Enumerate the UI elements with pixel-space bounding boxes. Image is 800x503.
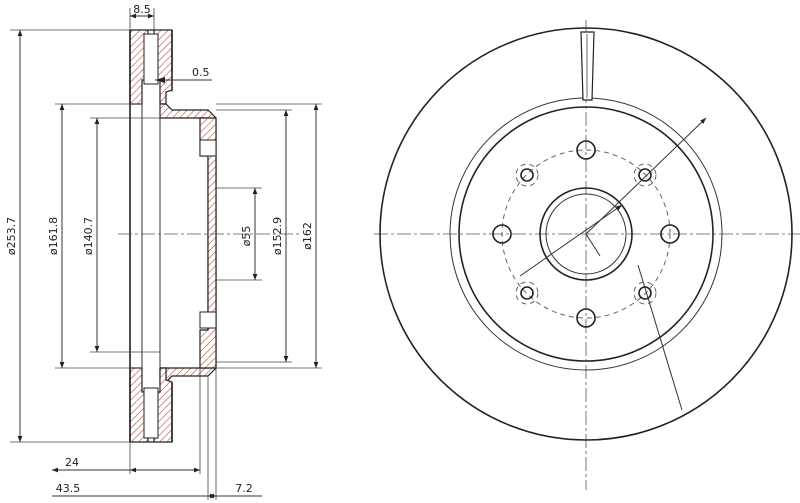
vent-gap-upper bbox=[143, 33, 159, 85]
dim-friction-ring-inner: ø161.8 bbox=[47, 217, 60, 255]
bolt-hole bbox=[660, 224, 680, 244]
dim-outer-diameter: ø253.7 bbox=[5, 217, 18, 255]
threaded-hole bbox=[515, 163, 539, 187]
bolt-circle bbox=[501, 149, 671, 319]
hat-edge bbox=[458, 106, 714, 362]
dim-offset-small: 0.5 bbox=[192, 66, 210, 79]
dim-total-height: 43.5 bbox=[56, 482, 81, 495]
dim-hat-mid: ø152.9 bbox=[271, 217, 284, 255]
hub-step bbox=[199, 139, 217, 157]
bolt-hole bbox=[576, 308, 596, 328]
dim-hat-thickness: 7.2 bbox=[235, 482, 253, 495]
threaded-hole bbox=[515, 281, 539, 305]
dim-hat-diameter: ø162 bbox=[301, 222, 314, 250]
vent-gap-lower bbox=[143, 387, 159, 439]
dim-disc-thickness: 24 bbox=[65, 456, 79, 469]
disc-outer-edge bbox=[379, 27, 793, 441]
wear-indicator-slot bbox=[580, 31, 595, 101]
dim-center-bore: ø55 bbox=[240, 226, 253, 247]
center-bore-chamfer bbox=[545, 193, 627, 275]
hub-step-lower bbox=[199, 311, 217, 329]
front-view bbox=[374, 20, 800, 490]
threaded-hole bbox=[633, 163, 657, 187]
center-bore bbox=[539, 187, 633, 281]
dim-rib-thickness: 8.5 bbox=[133, 3, 151, 16]
leader-bore bbox=[519, 204, 623, 277]
bolt-hole bbox=[492, 224, 512, 244]
dim-hat-outer: ø140.7 bbox=[82, 217, 95, 255]
leader-hole bbox=[637, 264, 683, 411]
leader-bolt-circle bbox=[585, 117, 707, 235]
section-view: ø253.7 ø161.8 ø140.7 ø55 ø152.9 ø162 8.5… bbox=[5, 3, 322, 500]
bolt-hole bbox=[576, 140, 596, 160]
